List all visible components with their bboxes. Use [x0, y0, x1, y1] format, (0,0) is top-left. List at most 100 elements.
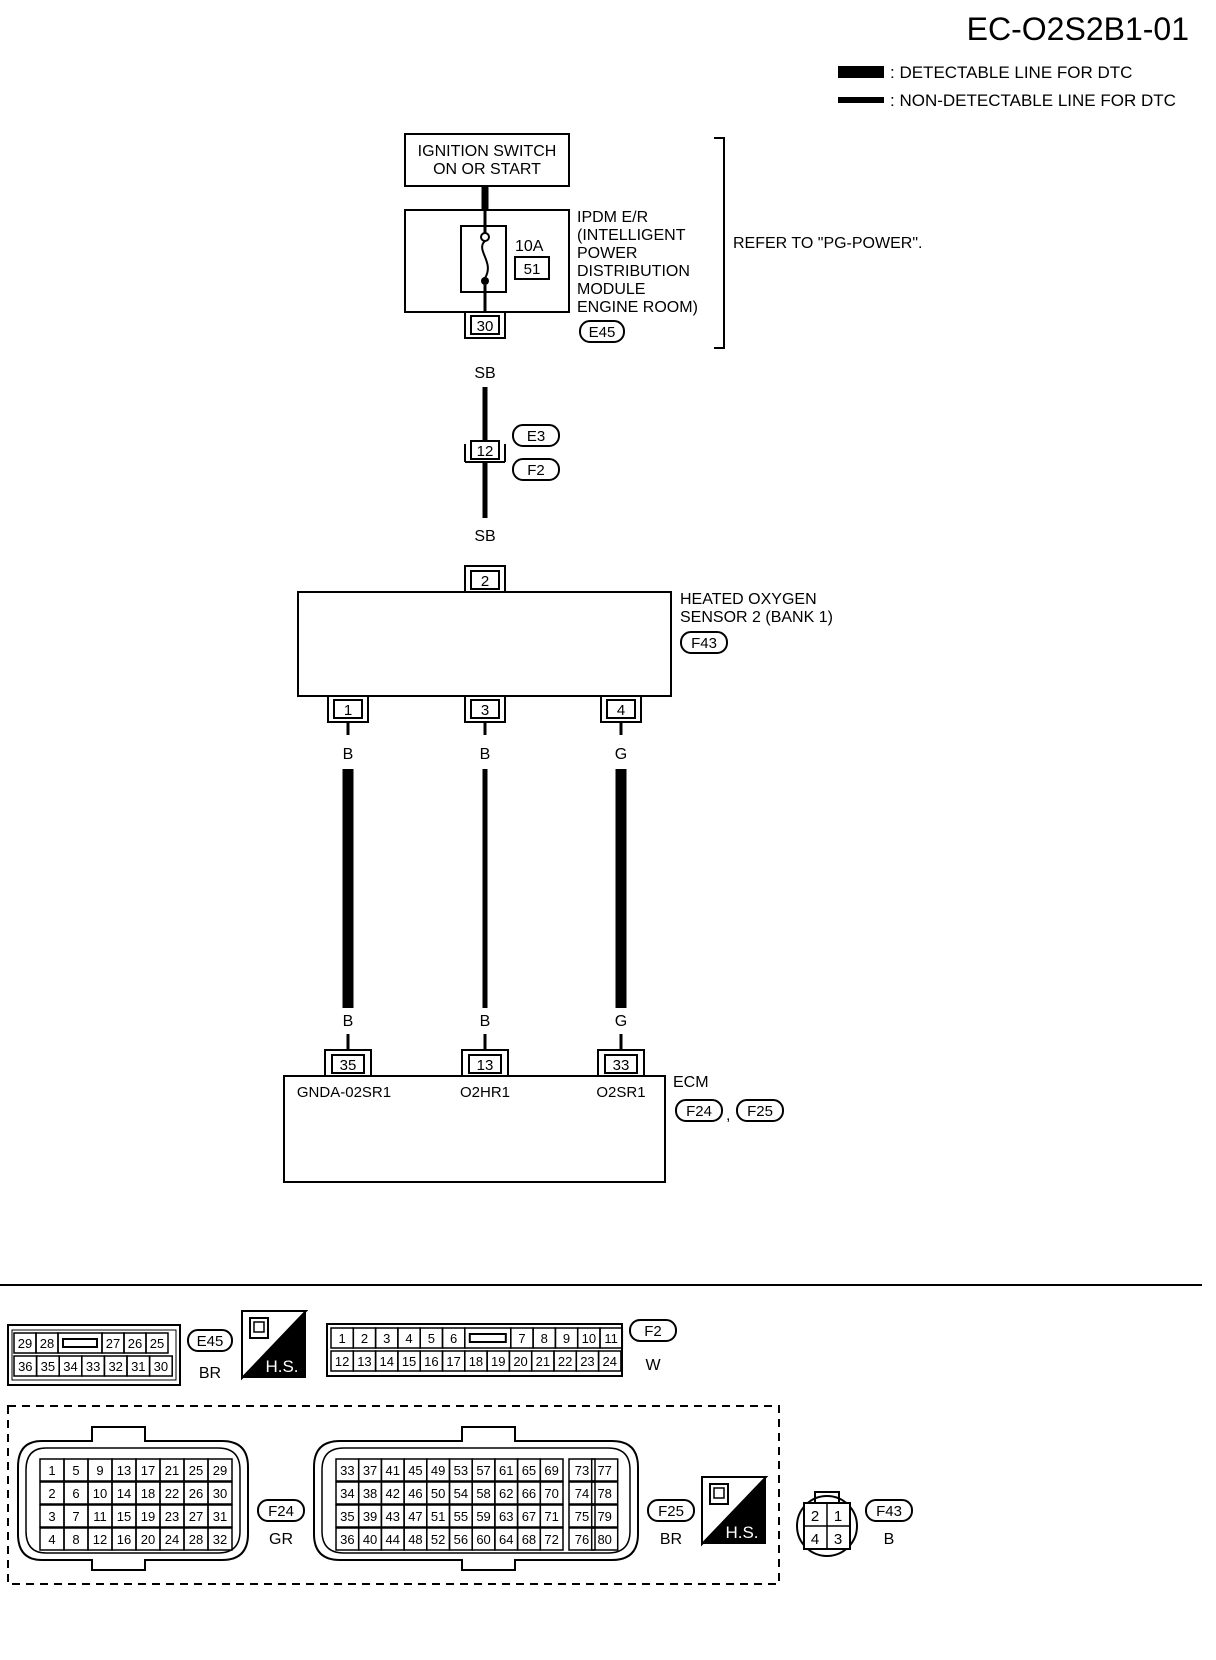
- terminal-ipdm-30: 30: [464, 312, 506, 339]
- pin-number: 54: [454, 1486, 468, 1501]
- e45-color: BR: [199, 1365, 221, 1382]
- pin-number: 13: [357, 1354, 371, 1369]
- wire-color-pin4-bottom: G: [615, 1013, 627, 1030]
- svg-text:12: 12: [477, 443, 494, 460]
- pin-number: 1: [48, 1463, 55, 1478]
- pin-number: 53: [454, 1463, 468, 1478]
- pin-number: 77: [597, 1463, 611, 1478]
- pin-cell: [539, 1481, 564, 1505]
- pin-number: 19: [141, 1509, 155, 1524]
- ignition-switch-line2: ON OR START: [433, 161, 541, 178]
- pin-number: 21: [165, 1463, 179, 1478]
- pin-number: 57: [476, 1463, 490, 1478]
- pin-number: 31: [131, 1359, 145, 1374]
- pin-number: 65: [522, 1463, 536, 1478]
- pin-number: 14: [380, 1354, 394, 1369]
- pin-number: 38: [363, 1486, 377, 1501]
- pin-number: 22: [558, 1354, 572, 1369]
- wire-color-pin1-bottom: B: [343, 1013, 354, 1030]
- pin-number: 72: [544, 1532, 558, 1547]
- pin-number: 12: [335, 1354, 349, 1369]
- pin-number: 42: [386, 1486, 400, 1501]
- legend-detectable-label: : DETECTABLE LINE FOR DTC: [890, 63, 1132, 82]
- pin-number: 15: [117, 1509, 131, 1524]
- pin-number: 23: [580, 1354, 594, 1369]
- diagram-code: EC-O2S2B1-01: [967, 11, 1189, 47]
- pin-number: 37: [363, 1463, 377, 1478]
- pin-cell: [599, 1327, 624, 1349]
- f2-color: W: [645, 1357, 661, 1374]
- f43-id: F43: [876, 1503, 902, 1520]
- svg-text:4: 4: [617, 702, 625, 719]
- pin-number: 35: [340, 1509, 354, 1524]
- connector-key: [464, 1327, 512, 1349]
- pin-number: 35: [41, 1359, 55, 1374]
- pin-cell: [207, 1504, 233, 1528]
- pin-number: 24: [165, 1532, 179, 1547]
- pin-number: 36: [340, 1532, 354, 1547]
- pin-cell: [597, 1350, 622, 1372]
- sensor-connector-id: F43: [691, 635, 717, 652]
- pin-number: 51: [431, 1509, 445, 1524]
- ecm-signal-gnda: GNDA-02SR1: [297, 1084, 391, 1101]
- pin-number: 30: [154, 1359, 168, 1374]
- pin-number: 22: [165, 1486, 179, 1501]
- svg-text:2: 2: [481, 573, 489, 590]
- wire-color-sb-top: SB: [474, 365, 495, 382]
- ecm-connector-separator: ,: [726, 1107, 730, 1124]
- pin-number: 29: [213, 1463, 227, 1478]
- pin-number: 45: [408, 1463, 422, 1478]
- pin-number: 61: [499, 1463, 513, 1478]
- pin-number: 79: [597, 1509, 611, 1524]
- pin-number: 56: [454, 1532, 468, 1547]
- fuse-rating: 10A: [515, 238, 544, 255]
- ipdm-name: IPDM E/R (INTELLIGENT POWER DISTRIBUTION…: [577, 209, 698, 316]
- pin-number: 62: [499, 1486, 513, 1501]
- f43-pin: 2: [811, 1508, 819, 1525]
- f24-id: F24: [268, 1503, 294, 1520]
- pin-number: 1: [339, 1331, 346, 1346]
- svg-text:1: 1: [344, 702, 352, 719]
- pin-cell: [539, 1458, 564, 1482]
- pin-number: 50: [431, 1486, 445, 1501]
- pin-number: 19: [491, 1354, 505, 1369]
- f2-id: F2: [644, 1323, 662, 1340]
- svg-text:MODULE: MODULE: [577, 281, 645, 298]
- f43-pin: 1: [834, 1508, 842, 1525]
- pin-number: 29: [18, 1336, 32, 1351]
- pin-cell: [590, 1504, 619, 1528]
- pin-number: 26: [189, 1486, 203, 1501]
- pin-number: 7: [72, 1509, 79, 1524]
- pin-number: 5: [72, 1463, 79, 1478]
- ecm-terminal-33: 33: [597, 1049, 645, 1076]
- pin-number: 3: [48, 1509, 55, 1524]
- pin-number: 74: [575, 1486, 589, 1501]
- legend: : DETECTABLE LINE FOR DTC : NON-DETECTAB…: [838, 63, 1176, 110]
- refer-note: REFER TO "PG-POWER".: [733, 235, 922, 252]
- f24-color: GR: [269, 1531, 293, 1548]
- pin-number: 6: [72, 1486, 79, 1501]
- harness-side-icon: [709, 1483, 729, 1505]
- pin-number: 11: [93, 1509, 107, 1524]
- f43-color: B: [884, 1531, 895, 1548]
- pin-number: 76: [575, 1532, 589, 1547]
- pin-number: 14: [117, 1486, 131, 1501]
- pin-number: 73: [575, 1463, 589, 1478]
- pin-number: 3: [383, 1331, 390, 1346]
- wire-color-pin3-top: B: [480, 746, 491, 763]
- sensor-terminal-4: 4: [600, 696, 642, 723]
- svg-text:E3: E3: [527, 428, 545, 445]
- sensor-terminal-3: 3: [464, 696, 506, 723]
- pin-number: 32: [213, 1532, 227, 1547]
- pin-cell: [148, 1355, 173, 1377]
- pin-number: 7: [518, 1331, 525, 1346]
- svg-text:13: 13: [477, 1057, 494, 1074]
- pin-number: 44: [386, 1532, 400, 1547]
- pin-cell: [539, 1504, 564, 1528]
- pin-cell: [207, 1458, 233, 1482]
- pin-number: 34: [340, 1486, 354, 1501]
- pin-cell: [539, 1527, 564, 1551]
- pin-number: 55: [454, 1509, 468, 1524]
- legend-nondetectable-swatch: [838, 97, 884, 103]
